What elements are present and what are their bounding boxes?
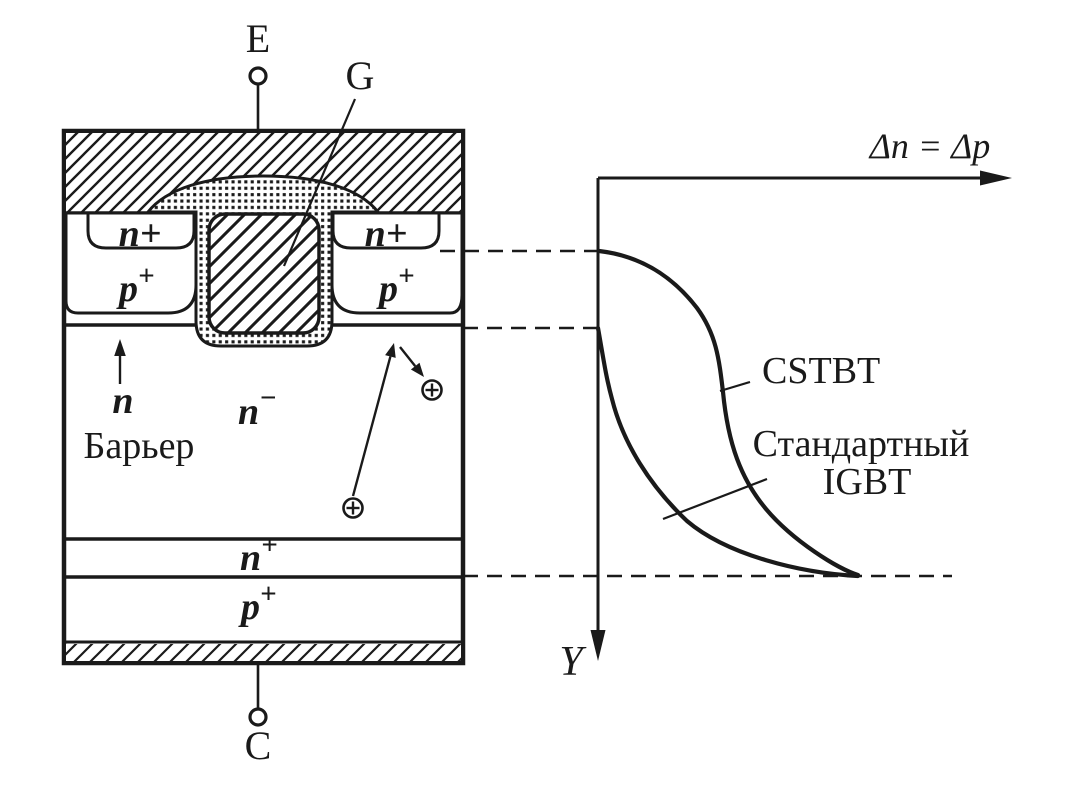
carrier-profile-plot: Δn = Δp Y CSTBT Стандартный IGBT xyxy=(440,126,1012,685)
igbt-curve-label-line1: Стандартный xyxy=(753,423,970,465)
n-plus-emitter-right xyxy=(331,211,441,250)
n-plus-emitter-right-label: n+ xyxy=(365,213,408,255)
hole-plus-icon xyxy=(421,379,443,401)
x-axis-arrowhead-icon xyxy=(980,170,1012,186)
hole-flow-arrow xyxy=(399,346,424,377)
x-axis-label: Δn = Δp xyxy=(868,126,991,166)
y-axis-arrowhead-icon xyxy=(590,630,606,661)
n-plus-buffer-label: n+ xyxy=(240,529,278,579)
emitter-terminal-label: E xyxy=(246,16,270,61)
n-plus-emitter-left-label: n+ xyxy=(119,213,162,255)
arrowhead-icon xyxy=(385,343,396,358)
collector-metal-layer xyxy=(66,644,461,661)
curve-standard-igbt xyxy=(595,325,861,579)
device-cross-section: E C G n+ n+ p+ p+ n Барьер n− n+ p+ xyxy=(61,16,466,768)
y-axis-label: Y xyxy=(559,639,587,685)
n-minus-drift-label: n− xyxy=(238,382,277,433)
emitter-terminal-icon xyxy=(248,66,268,86)
arrowhead-icon xyxy=(410,362,424,377)
hole-flow-arrow xyxy=(351,343,396,497)
cstbt-pointer-line xyxy=(719,380,751,393)
igbt-curve-label-line2: IGBT xyxy=(823,461,912,503)
n-barrier-label: n xyxy=(112,380,133,422)
collector-terminal-icon xyxy=(248,707,268,727)
hole-plus-icon xyxy=(342,497,364,519)
p-well-right-label: p+ xyxy=(376,260,415,310)
gate-terminal-label: G xyxy=(346,53,375,98)
collector-terminal-label: C xyxy=(245,723,272,768)
cstbt-curve-label: CSTBT xyxy=(762,350,880,392)
n-plus-emitter-left xyxy=(86,211,196,250)
igbt-pointer-line xyxy=(662,477,768,521)
barrier-arrowhead-icon xyxy=(114,339,126,356)
dashed-guides xyxy=(440,249,952,578)
trench-poly-gate xyxy=(207,212,321,335)
n-barrier-caption: Барьер xyxy=(84,425,195,467)
p-plus-collector-label: p+ xyxy=(238,578,277,628)
curve-cstbt xyxy=(596,248,861,578)
gate-pointer-line xyxy=(282,98,357,267)
p-well-left-label: p+ xyxy=(116,260,155,310)
